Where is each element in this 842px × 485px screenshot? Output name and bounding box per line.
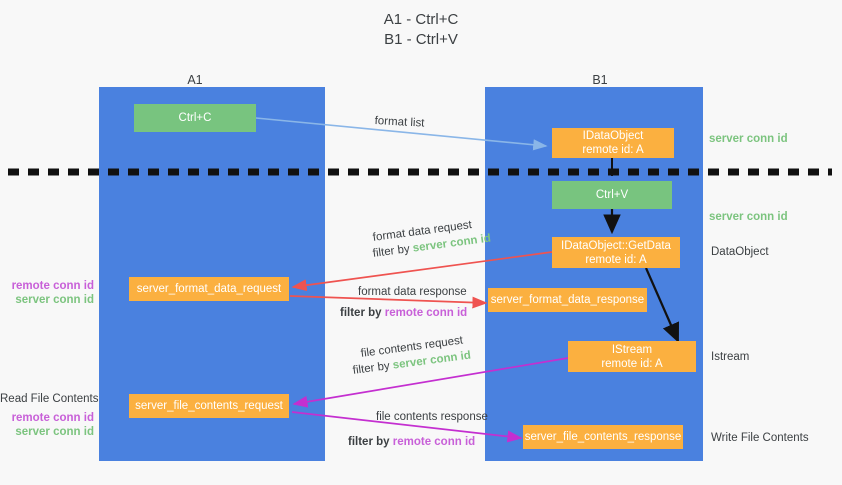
node-ctrl-c[interactable]: Ctrl+C — [134, 104, 256, 132]
diagram-title-line1: A1 - Ctrl+C — [383, 11, 459, 28]
right-label-write-file-contents: Write File Contents — [711, 432, 809, 444]
left-label-server-conn-id-upper: server conn id — [15, 294, 94, 306]
node-server-file-contents-response-label: server_file_contents_response — [524, 431, 682, 443]
node-server-file-contents-request[interactable]: server_file_contents_request — [129, 394, 289, 418]
edge-label-format-list: format list — [374, 114, 425, 130]
left-label-remote-conn-id-upper: remote conn id — [11, 280, 94, 292]
node-idataobject-remote-line1: IDataObject — [582, 130, 644, 142]
edge-label-file-contents-response-filter: filter by remote conn id — [348, 435, 475, 449]
remote-conn-id-text-1: remote conn id — [384, 307, 468, 319]
left-label-server-conn-id-lower: server conn id — [15, 426, 94, 438]
node-server-file-contents-request-label: server_file_contents_request — [135, 400, 283, 412]
filter-by-text-3: filter by — [352, 360, 391, 377]
lane-title-b1-line1: B1 — [592, 73, 608, 87]
remote-conn-id-text-2: remote conn id — [392, 436, 476, 448]
edge-label-file-contents-response: file contents response — [376, 411, 488, 423]
diagram-title-line2: B1 - Ctrl+V — [384, 31, 458, 48]
right-label-server-conn-id-top: server conn id — [709, 133, 788, 145]
filter-by-text-1: filter by — [372, 243, 411, 260]
node-ctrl-v-label: Ctrl+V — [595, 189, 629, 201]
left-label-read-file-contents: Read File Contents — [0, 393, 99, 405]
right-label-istream: Istream — [711, 351, 750, 363]
filter-by-text-2: filter by — [340, 307, 382, 319]
edge-label-format-data-response: format data response — [358, 286, 467, 298]
node-idataobject-remote-line2: remote id: A — [582, 144, 644, 156]
edge-label-format-data-response-filter: filter by remote conn id — [340, 306, 467, 320]
right-label-dataobject: DataObject — [711, 246, 769, 258]
lane-title-a1-line1: A1 — [187, 73, 203, 87]
node-server-file-contents-response[interactable]: server_file_contents_response — [523, 425, 683, 449]
node-server-format-data-response-label: server_format_data_response — [490, 294, 645, 306]
filter-by-text-4: filter by — [348, 436, 390, 448]
node-ctrl-c-label: Ctrl+C — [178, 112, 212, 124]
node-istream-line1: IStream — [611, 343, 653, 356]
node-istream-line2: remote id: A — [601, 357, 663, 370]
node-istream[interactable]: IStream remote id: A — [568, 341, 696, 372]
node-idataobject-getdata-line2: remote id: A — [585, 253, 647, 266]
node-server-format-data-response[interactable]: server_format_data_response — [488, 288, 647, 312]
node-ctrl-v[interactable]: Ctrl+V — [552, 181, 672, 209]
node-server-format-data-request-label: server_format_data_request — [136, 283, 282, 295]
node-idataobject-getdata-line1: IDataObject::GetData — [561, 239, 671, 252]
left-label-remote-conn-id-lower: remote conn id — [11, 412, 94, 424]
node-server-format-data-request[interactable]: server_format_data_request — [129, 277, 289, 301]
node-idataobject-getdata[interactable]: IDataObject::GetData remote id: A — [552, 237, 680, 268]
node-idataobject-remote[interactable]: IDataObject remote id: A — [552, 128, 674, 158]
right-label-server-conn-id-second: server conn id — [709, 211, 788, 223]
